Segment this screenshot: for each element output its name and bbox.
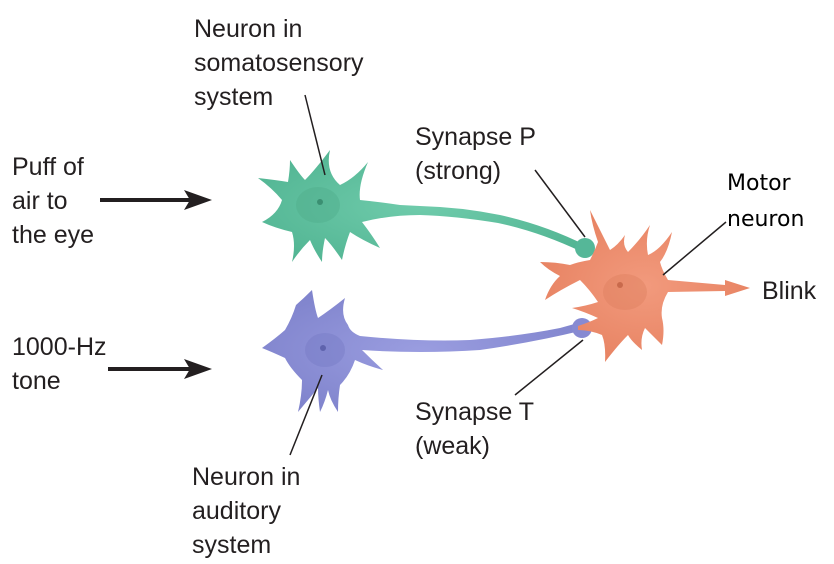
label-blink: Blink <box>762 277 817 305</box>
label-synapse-p: Synapse P (strong) <box>415 123 536 185</box>
auditory-neuron <box>262 290 592 412</box>
leader-synapse-p <box>534 169 586 238</box>
label-auditory-neuron: Neuron in auditory system <box>192 463 301 559</box>
motor-neuron <box>540 210 750 362</box>
leader-auditory <box>289 374 323 456</box>
leader-somatosensory <box>304 94 326 176</box>
label-tone-stimulus: 1000-Hz tone <box>12 333 107 395</box>
label-somatosensory-neuron: Neuron in somatosensory system <box>194 15 364 111</box>
label-synapse-t: Synapse T (weak) <box>415 398 535 460</box>
label-motor-neuron: Motor neuron <box>727 171 805 232</box>
somatosensory-neuron <box>258 150 595 262</box>
leader-synapse-t <box>514 339 584 396</box>
leader-motor <box>662 221 727 276</box>
puff-arrow-icon <box>100 190 212 210</box>
tone-arrow-icon <box>108 359 212 379</box>
label-puff-stimulus: Puff of air to the eye <box>12 153 95 249</box>
